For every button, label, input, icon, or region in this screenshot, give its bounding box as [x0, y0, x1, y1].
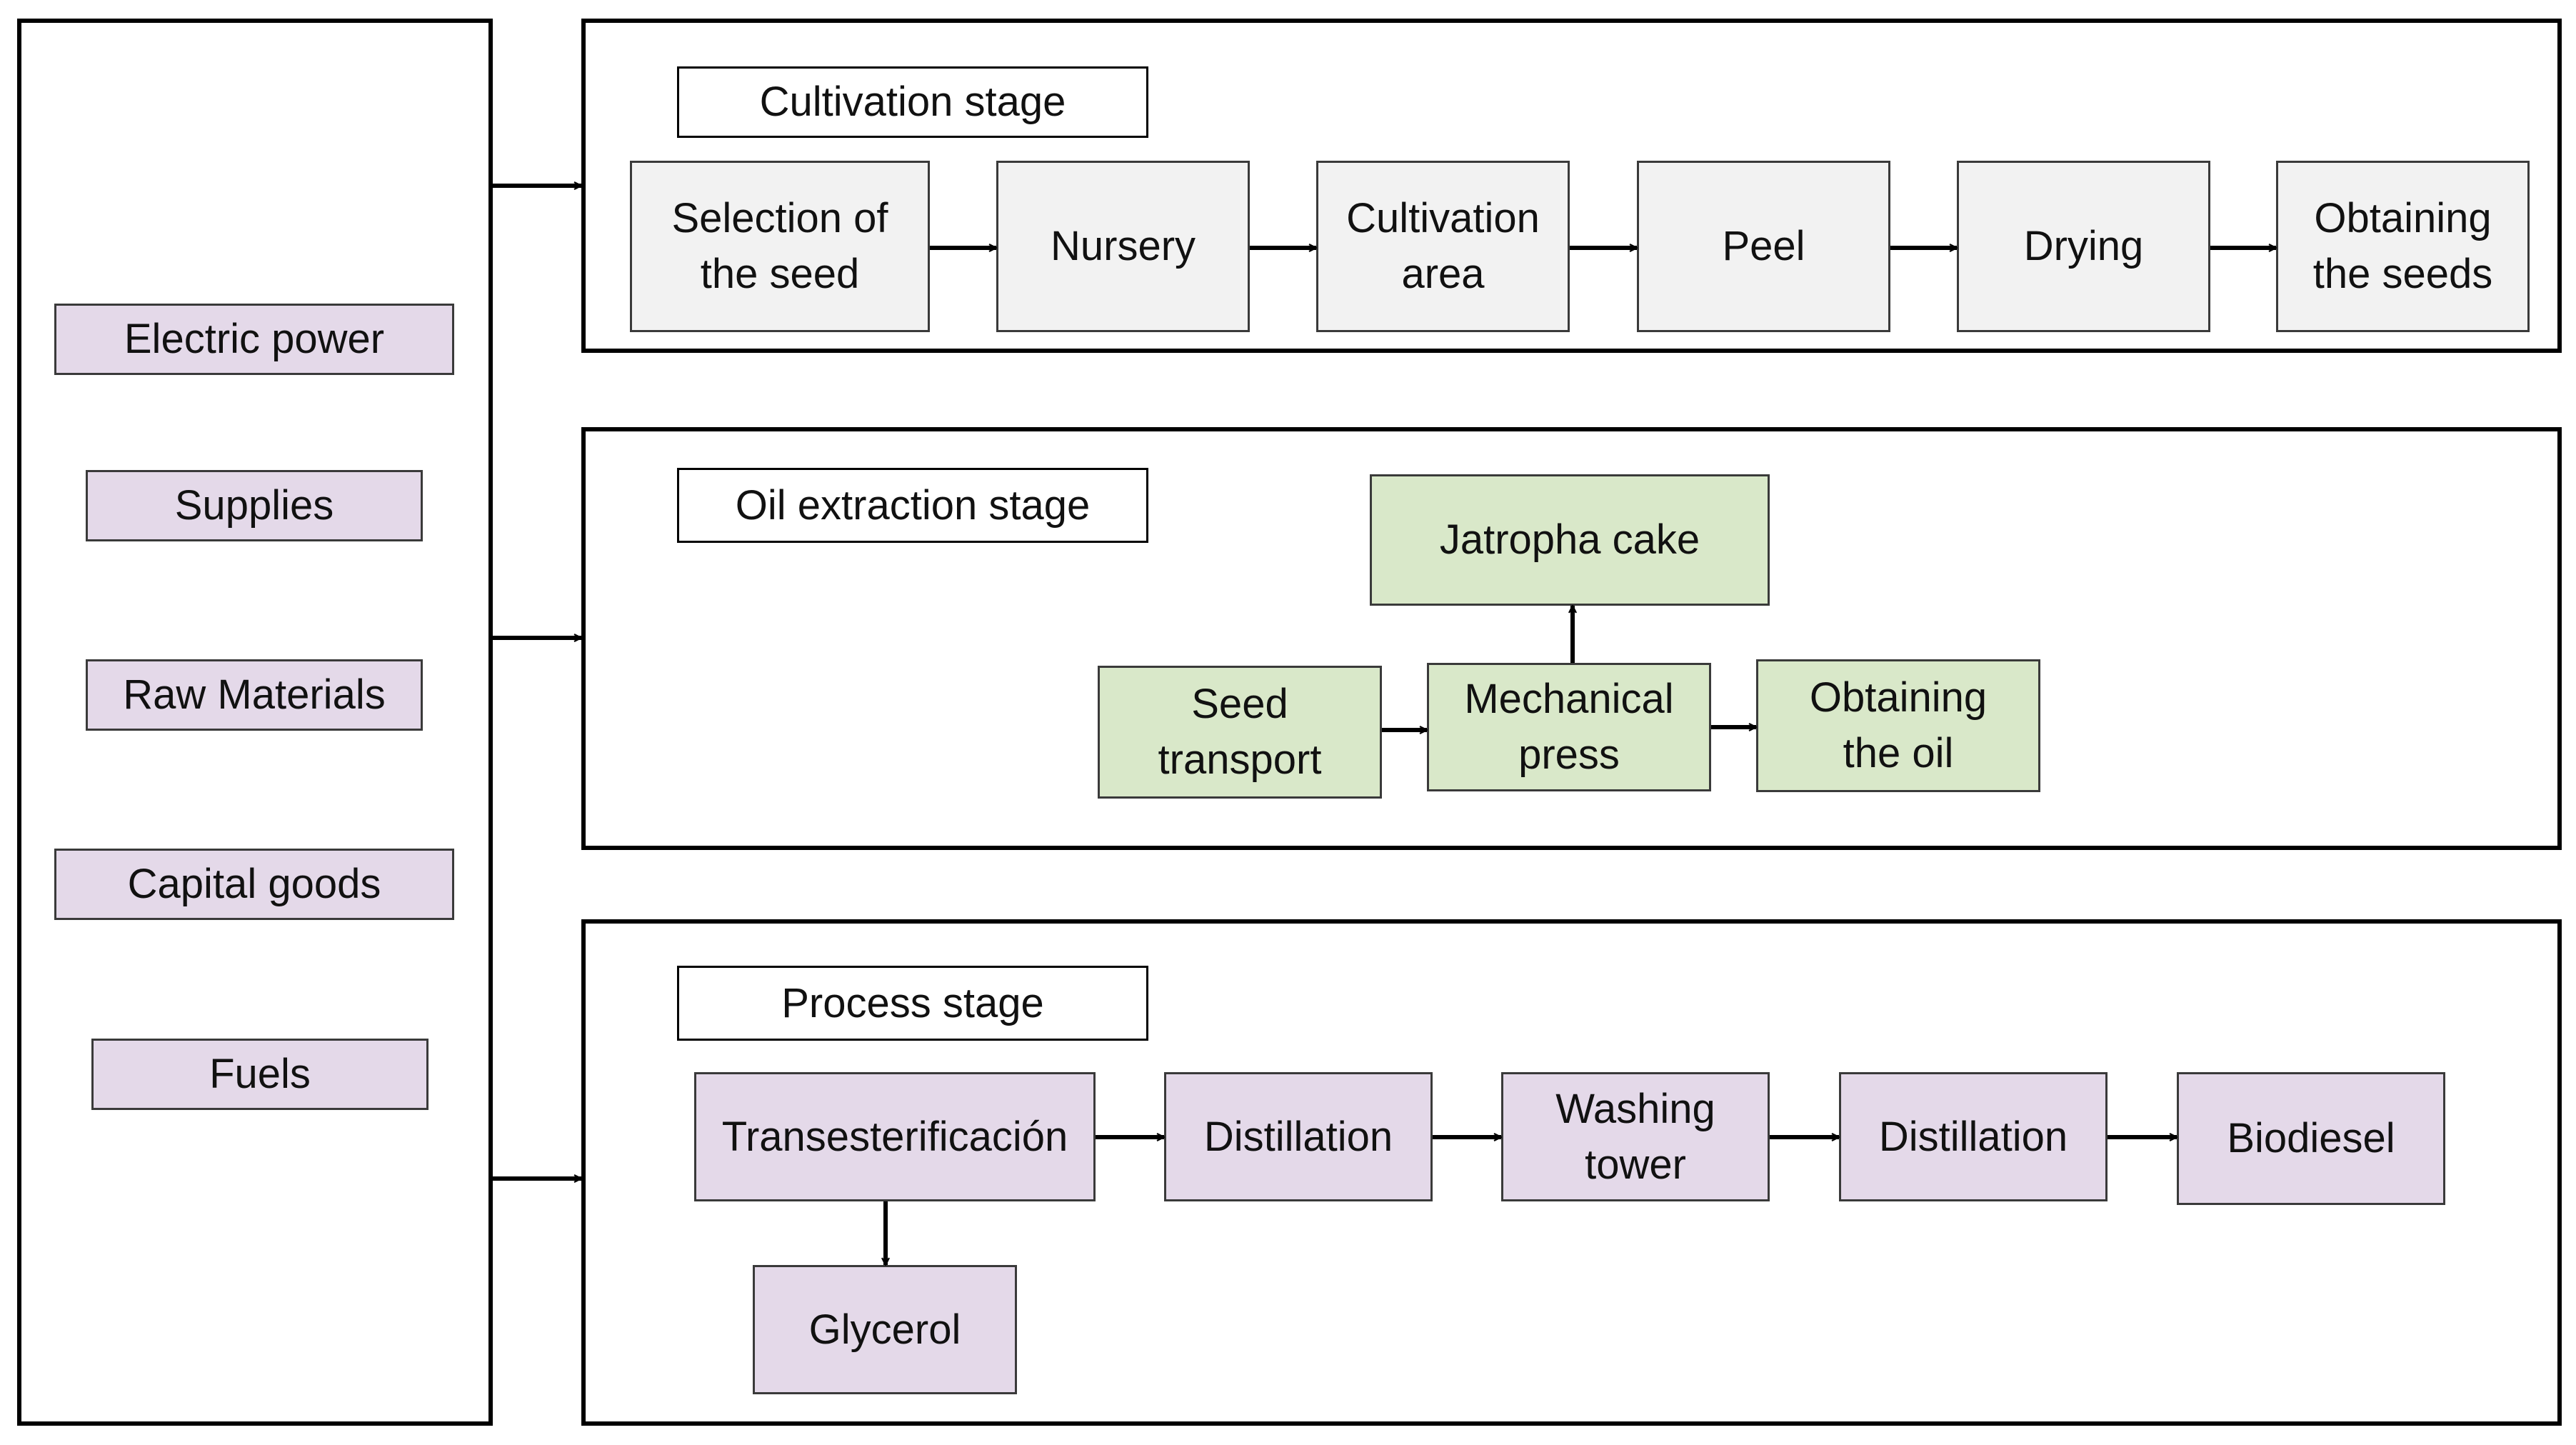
- step-nursery: Nursery: [996, 161, 1250, 332]
- step-seed-transport: Seed transport: [1098, 666, 1382, 799]
- process-stage-label: Process stage: [677, 966, 1148, 1041]
- byproduct-glycerol: Glycerol: [753, 1265, 1017, 1394]
- step-cultivation-area: Cultivation area: [1316, 161, 1570, 332]
- step-mechanical-press: Mechanical press: [1427, 663, 1711, 791]
- input-fuels: Fuels: [91, 1039, 429, 1110]
- input-supplies: Supplies: [86, 470, 423, 541]
- step-obtaining-the-seeds: Obtaining the seeds: [2276, 161, 2530, 332]
- step-drying: Drying: [1957, 161, 2210, 332]
- input-capital-goods: Capital goods: [54, 849, 454, 920]
- step-distillation-2: Distillation: [1839, 1072, 2108, 1201]
- cultivation-stage-label: Cultivation stage: [677, 66, 1148, 138]
- step-selection-of-the-seed: Selection of the seed: [630, 161, 930, 332]
- step-distillation-1: Distillation: [1164, 1072, 1433, 1201]
- oil-extraction-stage-label: Oil extraction stage: [677, 468, 1148, 543]
- byproduct-jatropha-cake: Jatropha cake: [1370, 474, 1770, 606]
- step-transesterificacion: Transesterificación: [694, 1072, 1096, 1201]
- step-obtaining-the-oil: Obtaining the oil: [1756, 659, 2040, 792]
- step-peel: Peel: [1637, 161, 1890, 332]
- step-biodiesel: Biodiesel: [2177, 1072, 2445, 1205]
- input-raw-materials: Raw Materials: [86, 659, 423, 731]
- input-electric-power: Electric power: [54, 304, 454, 375]
- step-washing-tower: Washing tower: [1501, 1072, 1770, 1201]
